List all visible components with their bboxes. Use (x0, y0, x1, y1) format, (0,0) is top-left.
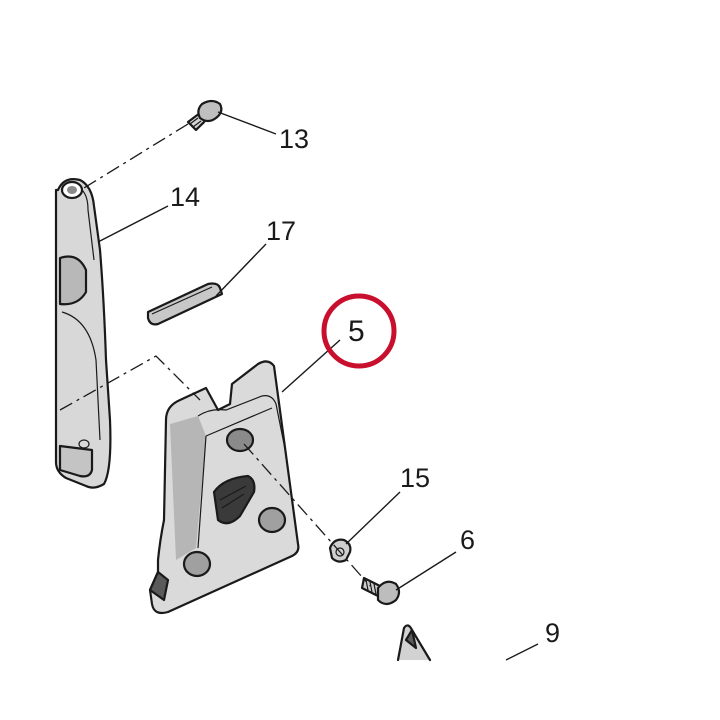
leader-13 (217, 111, 277, 135)
centerline-14-to-5 (59, 355, 201, 411)
callout-17: 17 (266, 216, 296, 246)
part-17-pad[interactable] (146, 282, 224, 326)
centerline-13-to-14 (83, 123, 189, 189)
leader-6 (395, 551, 457, 591)
callout-14: 14 (170, 182, 200, 212)
leader-17 (215, 243, 267, 297)
centerlines (59, 123, 371, 587)
part-15-clip[interactable] (328, 538, 352, 563)
callout-5: 5 (348, 315, 365, 348)
centerline-5-to-6 (243, 443, 371, 587)
callout-labels: 13 14 17 5 15 6 9 (170, 124, 560, 648)
leader-14 (97, 205, 169, 243)
callout-13: 13 (279, 124, 309, 154)
part-13-screw[interactable] (186, 99, 223, 132)
leader-5 (281, 339, 341, 393)
part-6-bolt[interactable] (360, 576, 401, 606)
leader-15 (345, 491, 401, 545)
callout-15: 15 (400, 463, 430, 493)
highlight-ring-5 (321, 293, 397, 369)
part-5-bracket[interactable] (148, 360, 300, 615)
part-9-cover[interactable] (396, 624, 432, 662)
part-14-side-trim[interactable] (54, 178, 112, 489)
leader-9 (505, 643, 539, 661)
callout-6: 6 (460, 525, 475, 555)
callout-9: 9 (545, 618, 560, 648)
